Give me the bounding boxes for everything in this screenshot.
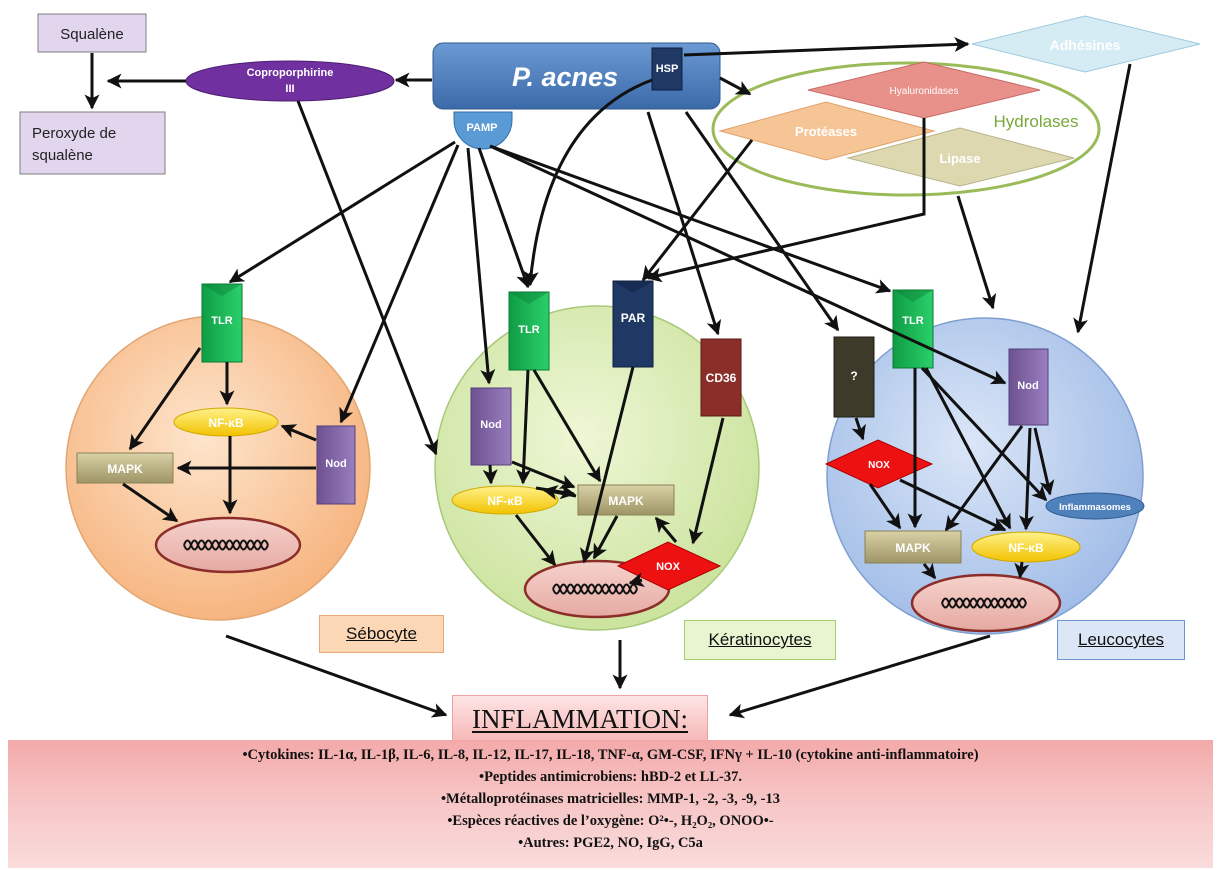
keratinocyte-cd36 — [700, 338, 742, 417]
hydrolases-group — [711, 61, 1101, 197]
coproporphyrin-label-2: III — [285, 83, 294, 95]
keratinocyte-nfkb-label: NF-κB — [487, 494, 523, 508]
leucocyte-nod-label: Nod — [1017, 380, 1038, 392]
hsp-box — [651, 47, 683, 91]
inflammation-title: INFLAMMATION: — [452, 695, 708, 741]
coproporphyrin-label-1: Coproporphirine — [247, 67, 334, 79]
keratinocyte-cd36-label: CD36 — [706, 371, 737, 385]
adhesines-label: Adhésines — [1050, 37, 1121, 53]
leucocyte-inflammasomes-label: Inflammasomes — [1059, 502, 1131, 513]
sebocyte-label: Sébocyte — [319, 615, 444, 653]
mediator-line-peptides: •Peptides antimicrobiens: hBD-2 et LL-37… — [479, 769, 742, 785]
leucocyte-nfkb — [971, 531, 1081, 563]
sebocyte-dna — [183, 539, 269, 551]
mediator-line-cytokines: •Cytokines: IL-1α, IL-1β, IL-6, IL-8, IL… — [242, 747, 979, 763]
keratinocyte-nox-label: NOX — [656, 561, 681, 573]
keratinocyte-nfkb — [451, 485, 559, 515]
inflammation-mediators-panel: •Cytokines: IL-1α, IL-1β, IL-6, IL-8, IL… — [8, 740, 1213, 868]
keratinocyte-nod — [470, 387, 512, 466]
leucocytes-label: Leucocytes — [1057, 620, 1185, 660]
keratinocyte-dna — [552, 583, 638, 595]
hyaluronidases-label: Hyaluronidases — [890, 86, 959, 97]
pamp-label: PAMP — [467, 122, 498, 134]
hydrolases-label: Hydrolases — [993, 112, 1078, 131]
hyaluronidases-shape — [807, 61, 1041, 119]
keratinocyte-mapk — [577, 484, 675, 516]
pacnes-box — [432, 42, 721, 110]
mediator-line-ros: •Espèces réactives de l’oxygène: O²•-, H… — [447, 813, 774, 829]
keratinocyte-nod-label: Nod — [480, 419, 501, 431]
sebocyte-mapk — [76, 452, 174, 484]
squalene-label: Squalène — [60, 26, 123, 43]
keratinocyte-mapk-label: MAPK — [608, 494, 644, 508]
lipase-label: Lipase — [939, 151, 980, 166]
sebocyte-mapk-label: MAPK — [107, 462, 143, 476]
pamp-shape — [453, 111, 513, 150]
peroxyde-box — [19, 111, 166, 175]
hsp-label: HSP — [656, 63, 679, 75]
sebocyte-nod — [316, 425, 356, 505]
leucocyte-tlr-label: TLR — [902, 315, 923, 327]
mediator-line-mmp: •Métalloprotéinases matricielles: MMP-1,… — [440, 791, 780, 807]
sebocyte-nucleus — [154, 516, 302, 574]
peroxyde-label-2: squalène — [32, 147, 93, 164]
leucocyte-nox — [824, 439, 934, 489]
leucocyte-tlr — [892, 289, 934, 369]
leucocyte-dna — [941, 597, 1027, 609]
leucocyte-nfkb-label: NF-κB — [1008, 541, 1044, 555]
peroxyde-label-1: Peroxyde de — [32, 125, 116, 142]
leucocyte-nucleus — [910, 573, 1062, 633]
sebocyte-nfkb-label: NF-κB — [208, 416, 244, 430]
sebocyte-nfkb — [173, 407, 279, 437]
keratinocyte-tlr-label: TLR — [518, 324, 539, 336]
keratinocyte-tlr — [508, 291, 550, 371]
leucocyte-mapk-label: MAPK — [895, 541, 931, 555]
pathway-arrows — [84, 37, 1132, 719]
proteases-shape — [718, 101, 936, 161]
leucocyte-nox-label: NOX — [868, 460, 890, 471]
pacnes-label: P. acnes — [512, 62, 618, 92]
leucocyte-unknown-label: ? — [850, 369, 857, 383]
keratinocytes-label: Kératinocytes — [684, 620, 836, 660]
adhesines-shape — [971, 15, 1201, 73]
leucocyte-unknown-receptor — [833, 336, 875, 418]
keratinocyte-par-label: PAR — [621, 311, 646, 325]
squalene-box — [37, 13, 147, 53]
sebocyte-nod-label: Nod — [325, 458, 346, 470]
leucocyte-mapk — [864, 530, 962, 564]
sebocyte-tlr-label: TLR — [211, 315, 232, 327]
leucocyte-inflammasomes — [1045, 492, 1145, 520]
leucocyte-nod — [1008, 348, 1049, 426]
mediator-line-others: •Autres: PGE2, NO, IgG, C5a — [518, 835, 703, 851]
proteases-label: Protéases — [795, 124, 857, 139]
sebocyte-tlr — [201, 283, 243, 363]
